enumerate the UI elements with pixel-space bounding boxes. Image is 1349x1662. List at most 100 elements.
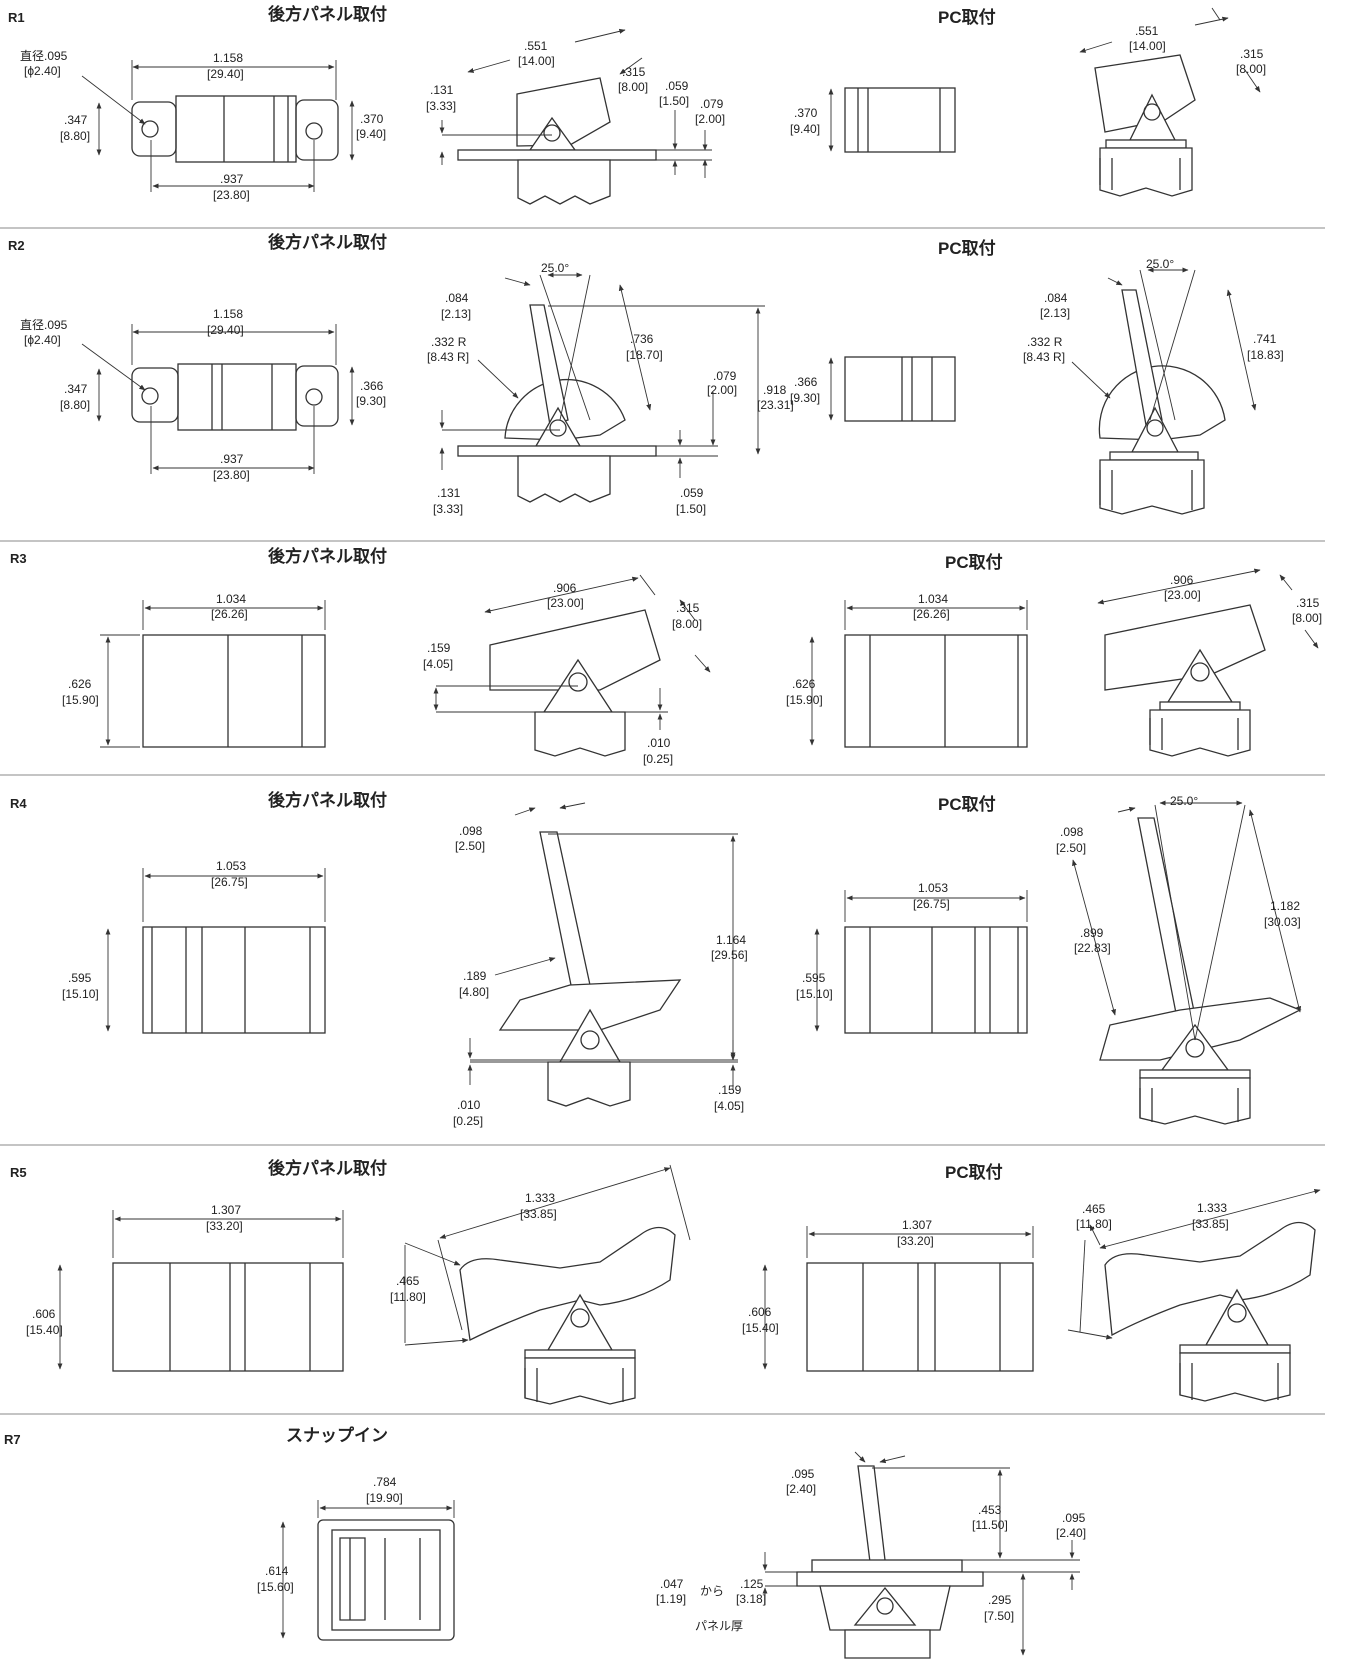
dim-label: .551 [1135,24,1159,38]
snap-in-title: スナップイン [286,1425,388,1445]
dim-label: .626 [792,677,816,691]
dim-label: 1.034 [918,592,948,606]
dim-label: [15.90] [786,693,823,707]
dim-label: [2.13] [441,307,471,321]
dim-label: [2.00] [695,112,725,126]
dim-label: .010 [457,1098,481,1112]
rear-mount-title: 後方パネル取付 [268,546,387,566]
dim-label: [15.40] [26,1323,63,1337]
dim-label: .937 [220,452,244,466]
dim-label: [19.90] [366,1491,403,1505]
r2-pc-side-view [1071,267,1257,515]
dim-label: 1.333 [1197,1201,1227,1215]
dim-label: .059 [665,79,689,93]
dim-label: [2.40] [1056,1526,1086,1540]
dim-label: .315 [676,601,700,615]
row-label: R2 [8,238,25,253]
dim-label: .551 [524,39,548,53]
dim-label: .937 [220,172,244,186]
dim-label: [23.80] [213,188,250,202]
dim-label: [18.70] [626,348,663,362]
dim-label: 直径.095 [20,318,68,332]
dim-label: [15.90] [62,693,99,707]
row-r1: R1 後方パネル取付 PC取付 直径.095 [ϕ2.40] 1.158 [29… [8,4,1266,205]
dim-label: [22.83] [1074,941,1111,955]
dim-label: [15.40] [742,1321,779,1335]
dim-label: [3.33] [426,99,456,113]
dim-label: [2.50] [1056,841,1086,855]
dim-label: [11.80] [1076,1217,1112,1231]
dim-label: 1.307 [902,1218,932,1232]
dim-label: .084 [1044,291,1068,305]
dim-label: [0.25] [643,752,673,766]
dim-label: .370 [360,112,384,126]
dim-label: [23.80] [213,468,250,482]
dim-label: 1.053 [918,881,948,895]
dim-label: .159 [427,641,451,655]
rear-mount-title: 後方パネル取付 [268,1158,387,1178]
dim-label: [26.75] [913,897,950,911]
dim-label: [2.50] [455,839,485,853]
dim-label: [14.00] [1129,39,1166,53]
dim-label: .010 [647,736,671,750]
dim-label: .098 [459,824,483,838]
r3-side-view [433,574,711,757]
dim-label: [15.10] [62,987,99,1001]
dim-label: [8.00] [1236,62,1266,76]
row-r2: R2 後方パネル取付 PC取付 直径.095 [ϕ2.40] 1.158 [29… [8,232,1284,516]
row-r7: R7 スナップイン .784 [19.90] .614 [15.60] [4,1425,1086,1659]
r4-side-view [467,802,738,1107]
dim-label: .315 [622,65,646,79]
dim-label: .131 [430,83,454,97]
dim-label: .906 [553,581,577,595]
dim-label: .606 [748,1305,772,1319]
dim-label: [14.00] [518,54,555,68]
rear-mount-title: 後方パネル取付 [268,790,387,810]
r2-side-view [439,272,765,503]
dim-label: [3.18] [736,1592,766,1606]
r1-pc-side-view [1079,7,1261,197]
dim-label: .047 [660,1577,684,1591]
dim-label: 1.182 [1270,899,1300,913]
dim-label: [8.80] [60,129,90,143]
r3-pc-side-view [1097,568,1319,757]
row-r3: R3 後方パネル取付 PC取付 1.034 [26.26] .626 [15.9… [10,546,1322,766]
row-r5: R5 後方パネル取付 PC取付 1.307 [33.20] .606 [15.4… [10,1158,1321,1405]
dim-label: [2.40] [786,1482,816,1496]
dim-label: [23.00] [547,596,584,610]
r5-top-view [57,1210,344,1372]
dim-label: .095 [1062,1511,1086,1525]
dim-label: [0.25] [453,1114,483,1128]
dim-label: .189 [463,969,487,983]
dim-label: .465 [1082,1202,1106,1216]
row-label: R3 [10,551,27,566]
dim-label: [29.56] [711,948,748,962]
r5-pc-top-view [762,1226,1034,1372]
dim-label: .366 [360,379,384,393]
dim-label: 1.158 [213,51,243,65]
dim-label: .315 [1240,47,1264,61]
dim-label: [1.50] [676,502,706,516]
dim-label: .366 [794,375,818,389]
r5-pc-side-view [1067,1189,1321,1402]
dim-label: [26.75] [211,875,248,889]
dim-label: 直径.095 [20,49,68,63]
dim-label: .741 [1253,332,1277,346]
dim-label: [8.43 R] [1023,350,1065,364]
dim-label: [1.50] [659,94,689,108]
dim-label: .084 [445,291,469,305]
dim-label: [23.31] [757,398,794,412]
dim-label: .079 [700,97,724,111]
dim-label: .465 [396,1274,420,1288]
dim-label: [9.40] [790,122,820,136]
dim-label: [1.19] [656,1592,686,1606]
dim-label: .295 [988,1593,1012,1607]
dim-label: 1.053 [216,859,246,873]
r1-side-view [439,28,712,205]
dim-label: [ϕ2.40] [24,333,61,347]
dim-label: [30.03] [1264,915,1301,929]
dim-label: .614 [265,1564,289,1578]
pc-mount-title: PC取付 [945,552,1003,572]
dim-label: .370 [794,106,818,120]
dim-label: .332 R [1027,335,1063,349]
